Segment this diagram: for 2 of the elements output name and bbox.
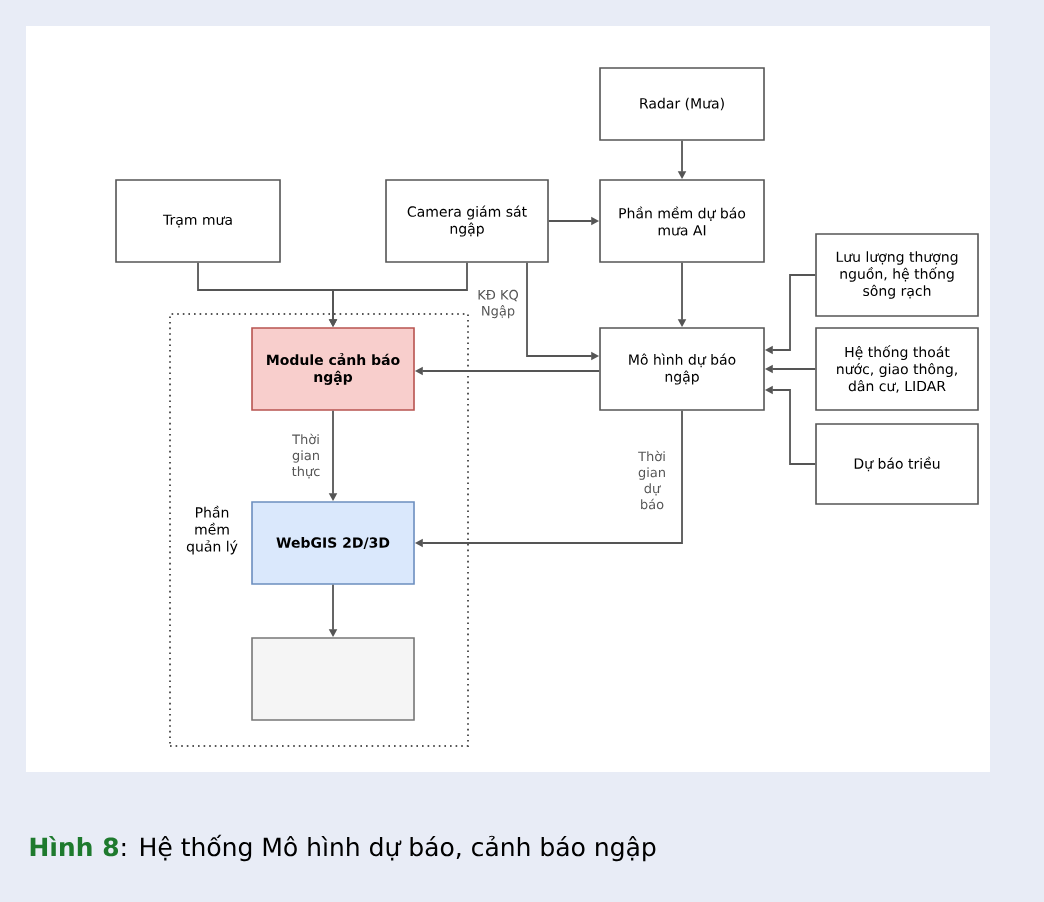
process-box xyxy=(251,637,415,721)
figure-caption: Hình 8: Hệ thống Mô hình dự báo, cảnh báo ngập xyxy=(30,834,656,862)
